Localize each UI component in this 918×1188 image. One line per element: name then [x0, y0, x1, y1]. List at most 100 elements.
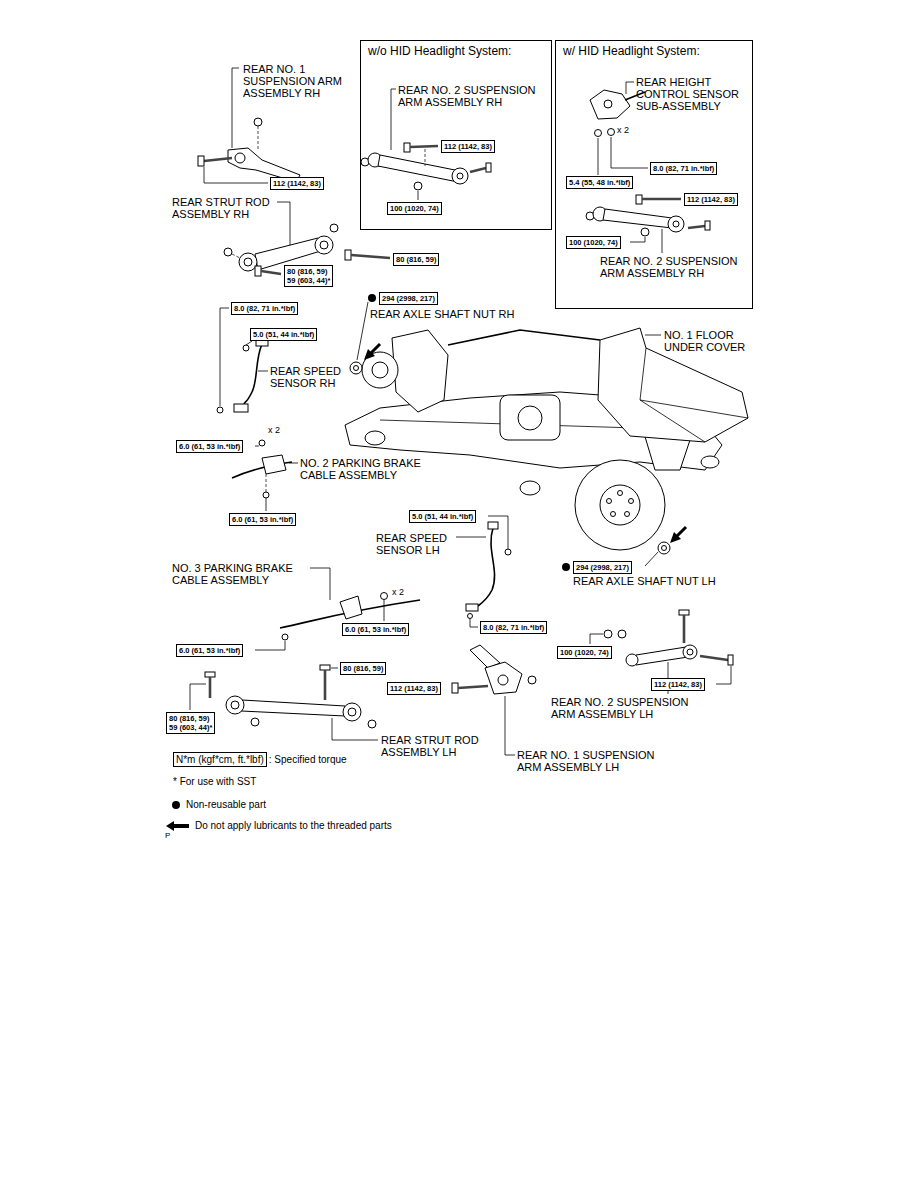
rear-axle-subframe-assembly	[575, 460, 665, 550]
leader-lines	[505, 696, 515, 755]
legend-text: Do not apply lubricants to the threaded …	[195, 820, 392, 832]
rear-strut-rod-rh	[224, 224, 390, 276]
rear-axle-subframe-assembly	[629, 499, 634, 504]
leader-lines	[626, 82, 634, 94]
rear-no2-arm-lh	[636, 647, 688, 665]
torque-value: 59 (603, 44)*	[169, 723, 212, 732]
rear-no1-arm-lh	[498, 675, 508, 685]
torque-value: 5.4 (55, 48 in.*lbf)	[569, 178, 630, 187]
rear-strut-rod-lh	[343, 703, 361, 721]
torque-value: 80 (816, 59)	[169, 714, 212, 723]
torque-value: 8.0 (82, 71 in.*lbf)	[653, 164, 714, 173]
torque-box: 5.0 (51, 44 in.*lbf)	[250, 328, 317, 341]
speed-sensor-rh	[243, 345, 249, 351]
height-sensor-and-arm-with-hid	[673, 221, 679, 227]
rear-no2-arm-rh-without-hid	[410, 146, 438, 147]
torque-box: 112 (1142, 83)	[270, 177, 324, 190]
rear-axle-subframe-assembly	[520, 481, 540, 495]
torque-value: 6.0 (61, 53 in.*lbf)	[232, 515, 293, 524]
rear-strut-rod-rh	[261, 271, 281, 274]
leader-lines	[598, 138, 599, 175]
rear-axle-subframe-assembly	[392, 330, 448, 412]
part-name: REAR NO. 1 SUSPENSION ARM ASSEMBLY RH	[243, 63, 358, 99]
rear-strut-rod-lh	[231, 701, 239, 709]
rear-no1-arm-lh	[485, 662, 522, 694]
torque-box: 80 (816, 59)59 (603, 44)*	[284, 265, 333, 287]
part-name: REAR AXLE SHAFT NUT LH	[573, 575, 716, 587]
leader-lines	[645, 335, 661, 336]
rear-strut-rod-rh	[232, 254, 240, 258]
rear-no1-arm-rh	[254, 118, 262, 126]
rear-no2-arm-lh	[687, 649, 693, 655]
leader-lines	[384, 600, 385, 621]
floor-under-cover	[640, 348, 705, 442]
torque-box: 6.0 (61, 53 in.*lbf)	[176, 440, 243, 453]
axle-nut-lh	[562, 563, 570, 571]
speed-sensor-rh	[217, 407, 223, 413]
legend-dot	[172, 801, 180, 809]
rear-axle-subframe-assembly	[372, 362, 388, 378]
speed-sensor-rh	[234, 404, 248, 412]
rear-no2-arm-lh	[604, 610, 733, 666]
height-sensor-and-arm-with-hid	[595, 130, 602, 137]
torque-value: 5.0 (51, 44 in.*lbf)	[412, 512, 473, 521]
leader-lines	[220, 308, 229, 406]
rear-no1-arm-lh	[452, 645, 536, 694]
rear-axle-subframe-assembly	[618, 491, 623, 496]
part-name: NO. 1 FLOOR UNDER COVER	[664, 329, 756, 353]
torque-box: 100 (1020, 74)	[566, 236, 621, 249]
parking-brake-cable-no3	[340, 596, 362, 619]
leader-lines	[255, 641, 285, 650]
torque-key-box: N*m (kgf*cm, ft.*lbf)	[173, 752, 267, 767]
part-name: REAR NO. 2 SUSPENSION ARM ASSEMBLY LH	[551, 696, 703, 720]
rear-no2-arm-rh-without-hid	[414, 182, 422, 190]
torque-value: 112 (1142, 83)	[444, 142, 492, 151]
torque-value: 112 (1142, 83)	[273, 179, 321, 188]
rear-no2-arm-rh-without-hid	[378, 155, 458, 182]
axle-nut-rh	[364, 349, 375, 360]
speed-sensor-rh	[244, 344, 262, 404]
torque-box: 5.4 (55, 48 in.*lbf)	[566, 176, 633, 189]
height-sensor-and-arm-with-hid	[705, 221, 710, 230]
legend-note: : Specified torque	[269, 754, 347, 766]
torque-box: 112 (1142, 83)	[684, 193, 738, 206]
rear-axle-subframe-assembly	[448, 330, 600, 345]
part-name: REAR NO. 2 SUSPENSION ARM ASSEMBLY RH	[600, 255, 748, 279]
leader-lines	[277, 202, 290, 248]
rear-strut-rod-lh	[251, 718, 259, 726]
part-name: REAR STRUT ROD ASSEMBLY LH	[381, 734, 491, 758]
torque-box: 100 (1020, 74)	[557, 646, 612, 659]
torque-box: 80 (816, 59)	[393, 253, 439, 266]
leader-lines	[456, 537, 486, 538]
leader-lines	[716, 666, 731, 684]
rear-no2-arm-rh-without-hid	[425, 149, 426, 166]
torque-box: 100 (1020, 74)	[387, 202, 442, 215]
rear-strut-rod-rh	[330, 224, 338, 232]
torque-box: 80 (816, 59)	[340, 662, 386, 675]
torque-unit: N*m (kgf*cm, ft.*lbf)	[176, 754, 264, 765]
torque-box: 8.0 (82, 71 in.*lbf)	[650, 162, 717, 175]
rear-no2-arm-lh	[728, 655, 733, 665]
speed-sensor-lh	[505, 549, 511, 555]
rear-no1-arm-lh	[528, 676, 536, 684]
leader-lines	[331, 668, 338, 669]
part-name: NO. 3 PARKING BRAKE CABLE ASSEMBLY	[172, 562, 312, 586]
part-name: REAR NO. 1 SUSPENSION ARM ASSEMBLY LH	[517, 749, 669, 773]
rear-no2-arm-lh	[604, 630, 612, 638]
torque-box: 6.0 (61, 53 in.*lbf)	[342, 623, 409, 636]
leader-lines	[590, 634, 603, 644]
leader-lines	[258, 371, 268, 372]
height-sensor-and-arm-with-hid	[604, 100, 612, 108]
rear-strut-rod-lh	[368, 720, 376, 728]
rear-no2-arm-rh-without-hid	[457, 173, 463, 179]
height-sensor-and-arm-with-hid	[641, 228, 649, 236]
legend-text: Non-reusable part	[186, 799, 266, 811]
parking-brake-cable-no3	[381, 593, 388, 600]
torque-box: 8.0 (82, 71 in.*lbf)	[231, 302, 298, 315]
rear-strut-rod-rh	[315, 236, 333, 254]
leader-lines	[391, 89, 396, 150]
parking-brake-cable-no2	[259, 440, 265, 446]
leader-lines	[332, 718, 378, 740]
part-name: REAR STRUT ROD ASSEMBLY RH	[172, 196, 282, 220]
